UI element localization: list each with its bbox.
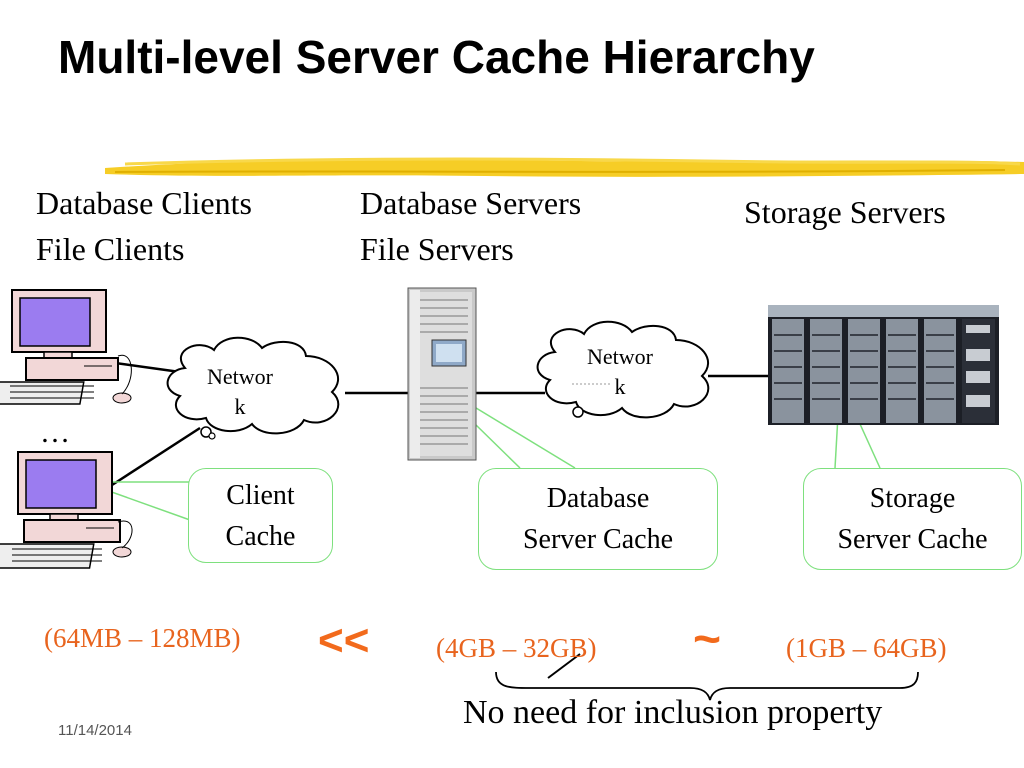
network-left-line1: Networ [207, 364, 273, 389]
client-cache-size: (64MB – 128MB) [44, 623, 241, 653]
client1-network-link [107, 360, 181, 374]
network-left-line2: k [234, 394, 246, 419]
client-cache-line1: Client [226, 479, 295, 511]
much-less-operator: << [318, 616, 370, 665]
network-left-label: Networ k [200, 362, 280, 422]
servers-header-line2: File Servers [360, 231, 514, 267]
client-computer-icon [0, 289, 132, 405]
network-right-line2: k [614, 374, 626, 399]
db-server-cache-callout: Database Server Cache [478, 468, 718, 570]
storage-cache-size: (1GB – 64GB) [786, 633, 947, 663]
db-server-cache-line2: Server Cache [522, 524, 674, 555]
network-cloud-icon [536, 320, 710, 419]
approx-operator: ~ [693, 613, 722, 666]
inclusion-brace [495, 671, 919, 701]
storage-rack-icon [768, 305, 999, 425]
storage-cache-line1: Storage [869, 483, 956, 514]
client-computer-icon [0, 451, 133, 569]
page-title: Multi-level Server Cache Hierarchy [58, 31, 815, 83]
clients-header: Database Clients File Clients [36, 180, 252, 272]
clients-header-line2: File Clients [36, 231, 185, 267]
servers-header-line1: Database Servers [360, 185, 582, 221]
storage-cache-line2: Server Cache [837, 524, 988, 555]
title-underline-brush [105, 157, 1024, 177]
strike-mark [547, 653, 581, 679]
client2-network-link [111, 426, 201, 487]
network-right-label: Networ k [572, 342, 668, 402]
db-server-cache-size: (4GB – 32GB) [436, 633, 597, 663]
clients-header-line1: Database Clients [36, 185, 252, 221]
network-right-line1: Networ [587, 344, 653, 369]
server-tower-icon [407, 287, 477, 461]
storage-header: Storage Servers [744, 194, 946, 230]
storage-cache-callout: Storage Server Cache [803, 468, 1022, 570]
client-cache-line2: Cache [225, 520, 296, 552]
inclusion-note: No need for inclusion property [463, 694, 883, 731]
client-cache-callout: Client Cache [188, 468, 333, 563]
network-cloud-icon [166, 336, 340, 440]
more-clients-ellipsis: … [40, 416, 70, 449]
db-server-cache-line1: Database [546, 483, 650, 514]
footer-date: 11/14/2014 [58, 722, 132, 739]
servers-header: Database Servers File Servers [360, 180, 581, 272]
